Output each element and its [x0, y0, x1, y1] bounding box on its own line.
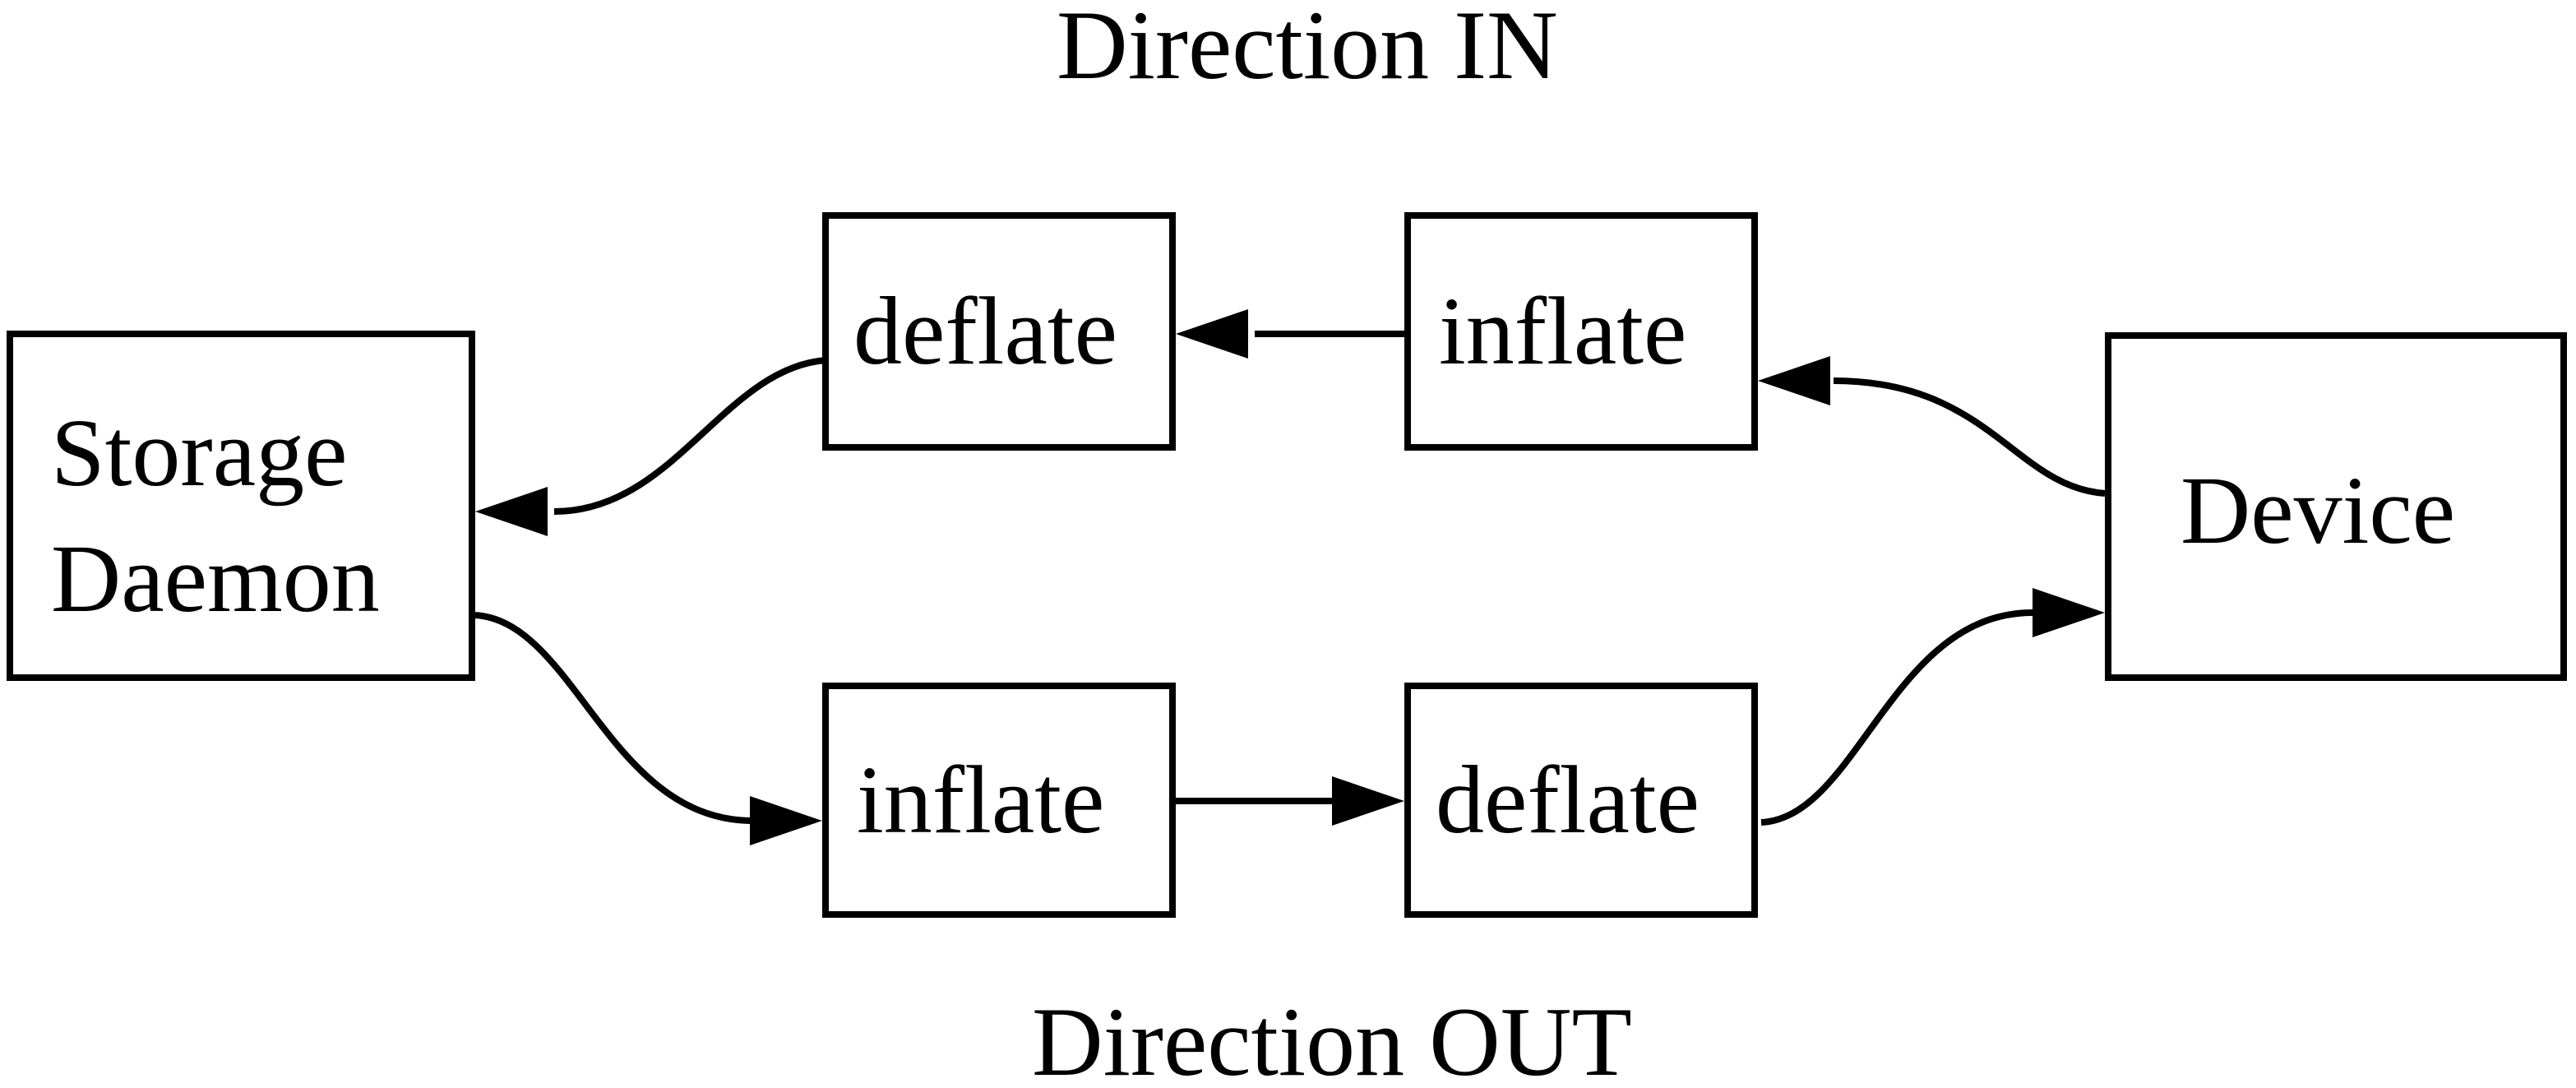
arrow-inflate-top-to-deflate-top [1176, 309, 1404, 359]
arrow-device-to-inflate-top [1758, 356, 2106, 497]
node-label: inflate [1439, 277, 1687, 386]
node-deflate-top: deflate [822, 212, 1176, 451]
title-direction-out: Direction OUT [1032, 987, 1632, 1088]
node-device: Device [2105, 332, 2567, 681]
node-inflate-top: inflate [1404, 212, 1758, 451]
title-direction-in: Direction IN [1057, 0, 1558, 100]
arrow-line [553, 357, 826, 515]
arrowhead-left-icon [1176, 309, 1248, 359]
node-label: deflate [1436, 746, 1700, 854]
arrowhead-right-icon [750, 796, 822, 845]
node-deflate-bottom: deflate [1404, 683, 1758, 918]
arrow-deflate-top-to-storage [475, 357, 826, 536]
node-label: Storage Daemon [51, 398, 380, 632]
arrow-storage-to-inflate-bottom [474, 612, 822, 845]
arrowhead-right-icon [2033, 588, 2105, 637]
node-label: deflate [853, 277, 1117, 386]
arrowhead-right-icon [1332, 776, 1404, 826]
arrow-line [474, 612, 754, 824]
node-storage-daemon: Storage Daemon [7, 331, 475, 681]
arrowhead-left-icon [475, 487, 548, 536]
arrow-line [1833, 377, 2106, 497]
node-label: Device [2181, 456, 2456, 565]
arrow-deflate-bottom-to-device [1760, 588, 2105, 826]
arrow-line [1760, 609, 2033, 826]
arrow-inflate-bottom-to-deflate-bottom [1176, 776, 1404, 826]
arrowhead-left-icon [1758, 356, 1830, 405]
node-label: inflate [857, 746, 1105, 854]
node-inflate-bottom: inflate [822, 683, 1176, 918]
